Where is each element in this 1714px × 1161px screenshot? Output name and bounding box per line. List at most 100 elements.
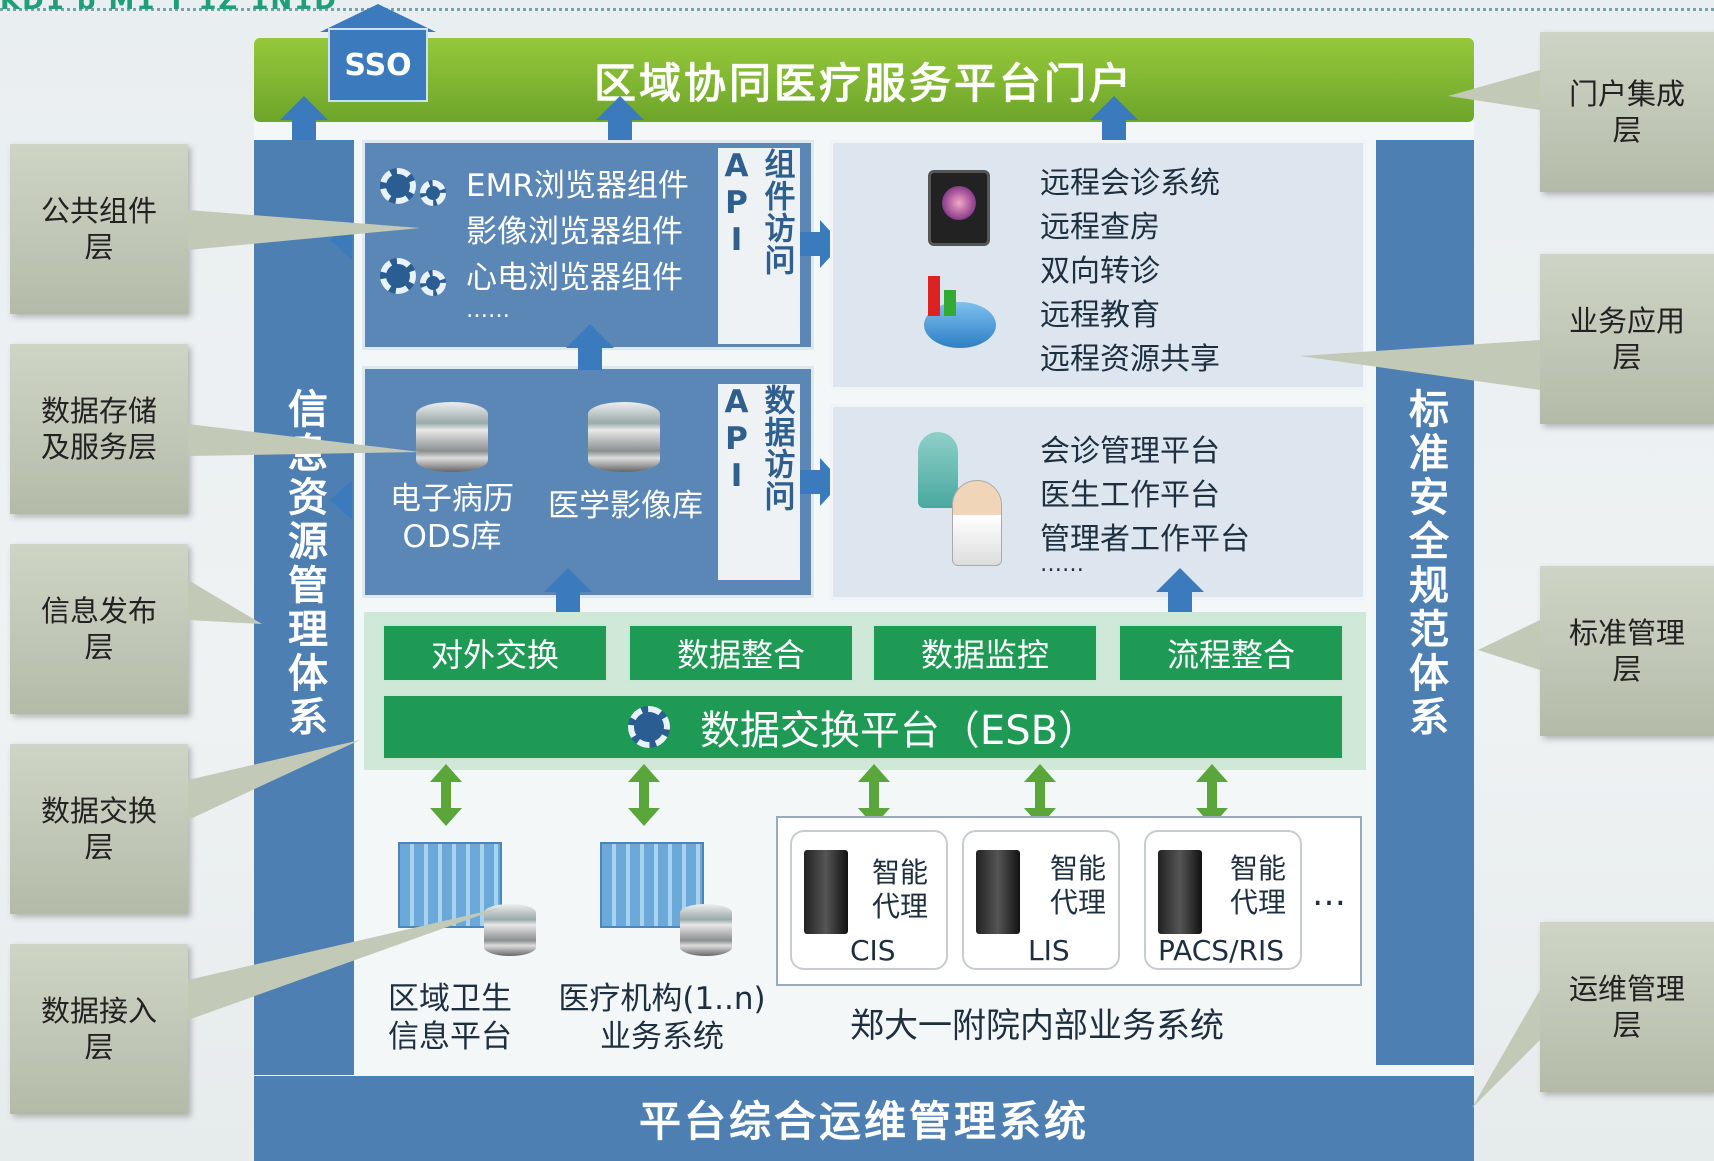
institutions-label: 医疗机构(1..n) 业务系统 [558, 981, 766, 1055]
bar-chart-icon [944, 290, 956, 316]
arrow-stem [608, 120, 632, 142]
arrow-stem [556, 590, 580, 612]
standards-security-bar: 标准安全规范体系 [1376, 140, 1474, 1065]
callout-portal-integration: 门户集成 层 [1540, 32, 1714, 192]
double-arrow-icon [628, 808, 660, 826]
double-arrow-stem [441, 780, 451, 810]
database-icon [416, 402, 488, 472]
cis-agent-label: 智能 代理 [872, 856, 929, 923]
gear-icon [420, 180, 446, 206]
arrow-up-icon [596, 96, 644, 120]
pointer-ops-mgmt [1472, 990, 1540, 1108]
exchange-box-monitor: 数据监控 [872, 624, 1098, 682]
more-systems: … [1312, 874, 1346, 914]
arrow-stem [578, 346, 602, 370]
arrow-up-icon [566, 324, 614, 348]
double-arrow-stem [1035, 780, 1045, 810]
arrow-up-icon [1090, 96, 1138, 120]
server-icon [976, 850, 1020, 934]
doctor-icon [952, 480, 1002, 566]
gear-icon [380, 168, 416, 204]
double-arrow-icon [1024, 764, 1056, 782]
lis-label: LIS [1028, 934, 1070, 967]
pacs-label: PACS/RIS [1158, 934, 1284, 967]
arrow-left-icon [330, 220, 352, 260]
arrow-stem [800, 232, 822, 256]
arrow-stem [1102, 120, 1126, 142]
regional-platform-label: 区域卫生 信息平台 [388, 981, 512, 1055]
arrow-stem [292, 120, 316, 142]
app-remote-education: 远程教育 [1040, 298, 1160, 333]
clipped-heading: KD1 b M1 T 1Z 1N1D [0, 0, 338, 16]
component-api-box: 组件访问API [718, 148, 800, 344]
app-two-way-referral: 双向转诊 [1040, 254, 1160, 289]
storage-emr-ods: 电子病历 ODS库 [390, 481, 514, 555]
internal-systems-title: 郑大一附院内部业务系统 [850, 1006, 1224, 1046]
arrow-left-icon [330, 480, 352, 520]
arrow-up-icon [1156, 568, 1204, 592]
gear-icon [380, 258, 416, 294]
ops-bar: 平台综合运维管理系统 [254, 1076, 1474, 1161]
double-arrow-stem [639, 780, 649, 810]
esb-bar: 数据交换平台（ESB） [382, 694, 1344, 760]
arrow-stem [800, 470, 822, 494]
sso-badge: SSO [328, 28, 428, 102]
component-ecg: 心电浏览器组件 [466, 260, 683, 296]
sso-roof-icon [320, 4, 436, 32]
database-icon [588, 402, 660, 472]
app-remote-rounds: 远程查房 [1040, 210, 1160, 245]
arrow-up-icon [544, 568, 592, 592]
callout-business-app: 业务应用 层 [1540, 254, 1714, 424]
platform-consult-mgmt: 会诊管理平台 [1040, 434, 1220, 469]
double-arrow-icon [430, 808, 462, 826]
arrow-stem [1168, 590, 1192, 612]
ops-title: 平台综合运维管理系统 [638, 1097, 1089, 1146]
component-emr: EMR浏览器组件 [466, 168, 689, 204]
platform-manager-work: 管理者工作平台 [1040, 522, 1250, 557]
tablet-screen-icon [942, 186, 976, 220]
database-icon [484, 904, 536, 956]
database-icon [680, 904, 732, 956]
component-more: …… [466, 298, 510, 323]
double-arrow-stem [869, 780, 879, 810]
esb-label: 数据交换平台（ESB） [699, 708, 1099, 754]
business-apps-panel [830, 140, 1366, 390]
server-icon [1158, 850, 1202, 934]
double-arrow-icon [628, 764, 660, 782]
bar-chart-icon [928, 276, 940, 316]
storage-imaging: 医学影像库 [548, 488, 703, 524]
platform-more: …… [1040, 552, 1084, 577]
data-api-label: 数据访问API [718, 384, 795, 512]
top-dotted-rule [0, 8, 1714, 11]
arrow-up-icon [280, 96, 328, 120]
double-arrow-icon [430, 764, 462, 782]
portal-title: 区域协同医疗服务平台门户 [593, 58, 1134, 108]
component-api-label: 组件访问API [718, 148, 795, 276]
portal-bar: 区域协同医疗服务平台门户 [254, 38, 1474, 122]
data-api-box: 数据访问API [718, 384, 800, 580]
callout-standard-mgmt: 标准管理 层 [1540, 566, 1714, 736]
exchange-box-external: 对外交换 [382, 624, 608, 682]
double-arrow-stem [1207, 780, 1217, 810]
server-icon [804, 850, 848, 934]
callout-ops-mgmt: 运维管理 层 [1540, 922, 1714, 1092]
platform-doctor-work: 医生工作平台 [1040, 478, 1220, 513]
gear-icon [420, 270, 446, 296]
callout-data-storage: 数据存储 及服务层 [10, 344, 188, 514]
callout-info-publish: 信息发布 层 [10, 544, 188, 714]
callout-data-exchange: 数据交换 层 [10, 744, 188, 914]
cis-label: CIS [850, 934, 896, 967]
exchange-box-process: 流程整合 [1118, 624, 1344, 682]
pointer-standard-mgmt [1478, 620, 1540, 670]
callout-data-access: 数据接入 层 [10, 944, 188, 1114]
pacs-agent-label: 智能 代理 [1230, 852, 1287, 919]
pointer-info-publish [188, 580, 262, 624]
callout-public-component: 公共组件 层 [10, 144, 188, 314]
component-imaging: 影像浏览器组件 [466, 214, 683, 250]
app-resource-sharing: 远程资源共享 [1040, 342, 1220, 377]
app-remote-consult: 远程会诊系统 [1040, 166, 1220, 201]
gear-icon [627, 706, 670, 748]
info-resource-mgmt-bar: 信息资源管理体系 [254, 140, 354, 1075]
info-resource-mgmt-label: 信息资源管理体系 [281, 388, 327, 740]
double-arrow-icon [858, 764, 890, 782]
